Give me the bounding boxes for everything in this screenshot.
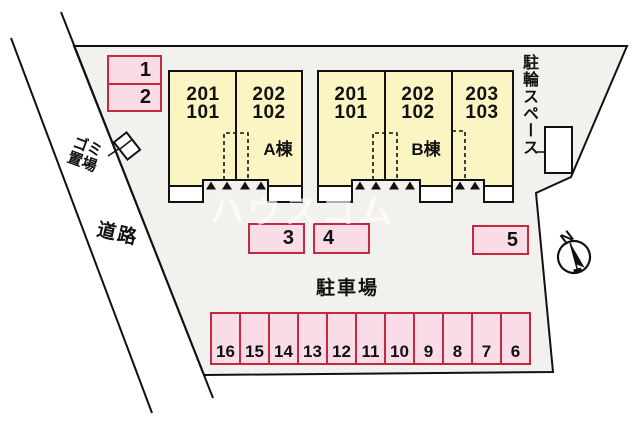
building-b-name: B棟	[411, 140, 441, 159]
unit-lower-number: 102	[252, 101, 286, 123]
parking-space-label: 6	[510, 342, 521, 361]
stairs-dashed-outline	[223, 132, 249, 180]
parking-space-label: 14	[274, 342, 293, 361]
parking-space-label: 8	[452, 342, 463, 361]
parking-space-1: 1	[107, 55, 162, 85]
unit-lower-number: 103	[465, 101, 499, 123]
stairs-dashed-outline	[451, 130, 466, 180]
unit-lower-number: 102	[401, 101, 435, 123]
stairs-dashed-outline	[372, 132, 398, 180]
unit-label-a-202-102: 202 102	[237, 84, 301, 123]
parking-space-14: 14	[268, 312, 299, 365]
parking-space-label: 1	[139, 58, 151, 81]
unit-lower-number: 101	[186, 101, 220, 123]
parking-space-label: 2	[139, 86, 151, 108]
unit-upper-number: 202	[401, 84, 435, 105]
unit-label-a-201-101: 201 101	[171, 84, 235, 123]
parking-row: 16 15 14 13 12 11 10 9 8 7 6	[210, 312, 531, 365]
unit-upper-number: 201	[186, 84, 220, 105]
parking-space-label: 3	[282, 227, 294, 249]
parking-space-label: 4	[323, 227, 335, 249]
parking-space-label: 13	[303, 342, 322, 361]
parking-space-6: 6	[500, 312, 531, 365]
garbage-pointer-line	[107, 147, 121, 157]
parking-space-label: 16	[216, 342, 235, 361]
road-edge-right	[60, 11, 214, 399]
unit-label-b-202-102: 202 102	[386, 84, 450, 123]
unit-upper-number: 203	[465, 84, 499, 105]
bicycle-space-area	[544, 126, 573, 174]
building-b-porch-right	[483, 185, 514, 203]
unit-label-b-203-103: 203 103	[450, 84, 514, 123]
parking-space-label: 10	[390, 342, 409, 361]
parking-space-3: 3	[248, 223, 305, 254]
unit-upper-number: 201	[334, 84, 368, 105]
garbage-station-icon	[112, 131, 142, 161]
entrance-arrow-icons-a	[206, 181, 266, 190]
unit-lower-number: 101	[334, 101, 368, 123]
parking-space-13: 13	[297, 312, 328, 365]
building-a-porch-left	[168, 185, 204, 203]
parking-space-16: 16	[210, 312, 241, 365]
parking-space-label: 5	[506, 228, 518, 251]
parking-space-label: 11	[361, 342, 380, 361]
parking-space-10: 10	[384, 312, 415, 365]
bicycle-space-label: 駐輪スペース	[520, 54, 537, 156]
north-label: N	[558, 228, 578, 249]
parking-space-9: 9	[413, 312, 444, 365]
building-a	[168, 70, 303, 203]
parking-space-5: 5	[472, 225, 529, 255]
parking-space-2: 2	[107, 83, 162, 112]
unit-label-b-201-101: 201 101	[319, 84, 383, 123]
building-a-name: A棟	[263, 140, 293, 159]
entrance-arrow-icons-b	[355, 181, 480, 190]
parking-space-label: 12	[332, 342, 351, 361]
north-compass-icon: N	[556, 228, 592, 275]
parking-space-label: 7	[481, 342, 492, 361]
building-a-porch-right	[267, 185, 303, 203]
parking-space-15: 15	[239, 312, 270, 365]
road-edge-left	[10, 37, 153, 414]
parking-space-label: 9	[423, 342, 434, 361]
building-b-porch-middle	[419, 185, 453, 203]
parking-space-8: 8	[442, 312, 473, 365]
parking-space-12: 12	[326, 312, 357, 365]
building-b-porch-left	[317, 185, 353, 203]
unit-upper-number: 202	[252, 84, 286, 105]
parking-space-7: 7	[471, 312, 502, 365]
parking-space-label: 15	[245, 342, 264, 361]
building-b	[317, 70, 514, 203]
parking-space-4: 4	[313, 223, 370, 254]
parking-lot-label: 駐車場	[316, 278, 380, 299]
parking-space-11: 11	[355, 312, 386, 365]
